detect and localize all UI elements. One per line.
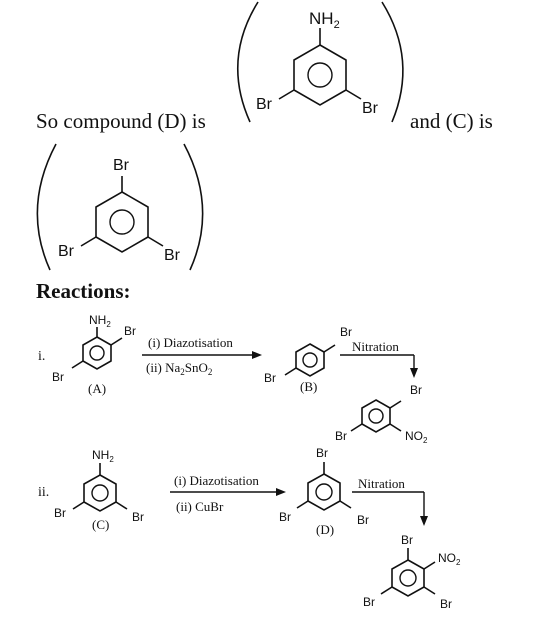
br-label: Br	[256, 96, 273, 113]
no2-label: NO2	[405, 429, 428, 445]
nitration-text: Nitration	[358, 476, 405, 491]
nitration-arrow: Nitration	[352, 476, 428, 526]
br-label: Br	[335, 429, 347, 443]
compound-d-structure: Br Br Br (D)	[279, 446, 369, 537]
nitration-text: Nitration	[352, 339, 399, 354]
compound-label: (B)	[300, 379, 317, 394]
br-label: Br	[362, 100, 379, 117]
reagent-text: (i) Diazotisation	[174, 473, 259, 488]
nh2-label: NH2	[92, 448, 114, 464]
nitration-arrow: Nitration	[340, 339, 418, 378]
br-label: Br	[340, 325, 352, 339]
reaction-arrow: (i) Diazotisation (ii) CuBr	[170, 473, 286, 514]
br-label: Br	[164, 247, 181, 264]
reaction-ii-numeral: ii.	[38, 485, 49, 500]
intro-middle-text: and (C) is	[410, 109, 493, 133]
intro-prefix-text: So compound (D) is	[36, 109, 206, 133]
compound-label: (D)	[316, 522, 334, 537]
br-label: Br	[264, 371, 276, 385]
br-label: Br	[124, 324, 136, 338]
left-parenthesis	[36, 143, 57, 271]
benzene-ring	[95, 191, 149, 253]
structure-tribromobenzene: Br Br Br	[36, 143, 204, 271]
br-label: Br	[58, 243, 75, 260]
right-parenthesis	[381, 1, 404, 123]
compound-label: (C)	[92, 517, 109, 532]
br-label: Br	[54, 506, 66, 520]
br-label: Br	[279, 510, 291, 524]
br-label: Br	[410, 383, 422, 397]
br-label: Br	[52, 370, 64, 384]
no2-label: NO2	[438, 551, 461, 567]
structure-dibromoaniline: NH2 Br Br	[236, 1, 404, 123]
aromatic-circle	[109, 209, 135, 235]
br-label: Br	[357, 513, 369, 527]
br-label: Br	[363, 595, 375, 609]
br-label: Br	[132, 510, 144, 524]
product-ii-structure: Br NO2 Br Br	[363, 533, 461, 611]
section-title: Reactions:	[36, 279, 130, 303]
aromatic-circle	[307, 62, 333, 88]
reagent-text: (ii) Na2SnO2	[146, 360, 212, 377]
compound-c-structure: NH2 Br Br (C)	[54, 448, 144, 532]
nh2-label: NH2	[309, 9, 340, 31]
compound-label: (A)	[88, 381, 106, 396]
benzene-ring	[293, 44, 347, 106]
reaction-i-numeral: i.	[38, 349, 45, 364]
left-parenthesis	[236, 1, 259, 123]
reaction-arrow: (i) Diazotisation (ii) Na2SnO2	[142, 335, 262, 377]
reagent-text: (ii) CuBr	[176, 499, 224, 514]
br-label: Br	[440, 597, 452, 611]
br-label: Br	[113, 157, 130, 174]
right-parenthesis	[183, 143, 204, 271]
compound-b-structure: Br Br (B)	[264, 325, 352, 394]
br-label: Br	[316, 446, 328, 460]
br-label: Br	[401, 533, 413, 547]
compound-a-structure: NH2 Br Br (A)	[52, 313, 136, 396]
reagent-text: (i) Diazotisation	[148, 335, 233, 350]
nh2-label: NH2	[89, 313, 111, 329]
product-i-structure: Br NO2 Br	[335, 383, 428, 445]
